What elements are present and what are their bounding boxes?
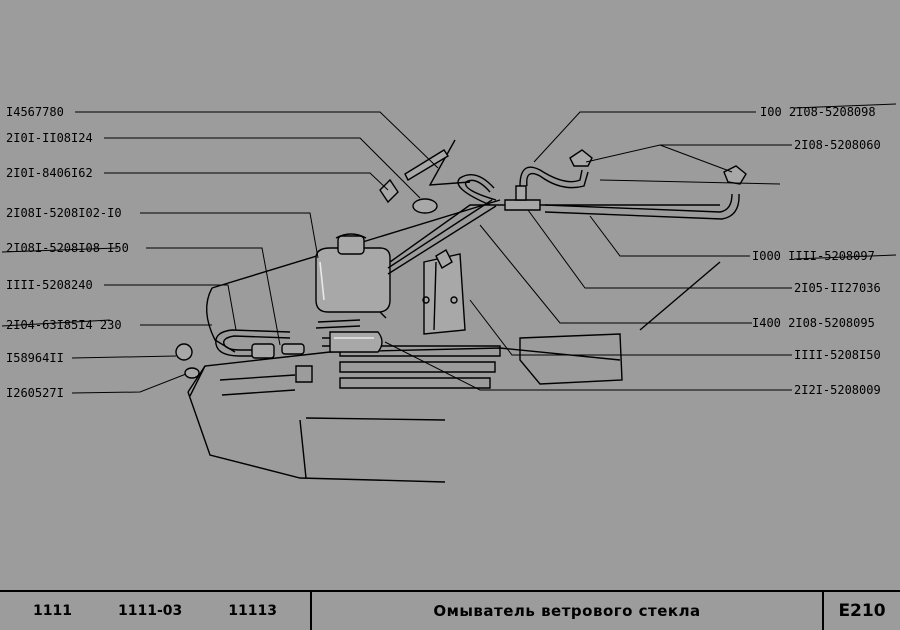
part-label-right: IIII-5208I50 bbox=[794, 348, 881, 362]
part-label-left: 2I04-63I85I4 230 bbox=[6, 318, 122, 332]
right-labels: I00 2I08-5208098 2I08-5208060 I000 IIII-… bbox=[752, 105, 881, 397]
part-label-right: I00 2I08-5208098 bbox=[760, 105, 876, 119]
part-label-right: I000 IIII-5208097 bbox=[752, 249, 875, 263]
part-label-right: 2I05-II27036 bbox=[794, 281, 881, 295]
model-list: 1111 1111-03 11113 bbox=[0, 592, 312, 630]
catalog-footer: 1111 1111-03 11113 Омыватель ветрового с… bbox=[0, 590, 900, 630]
part-label-left: IIII-5208240 bbox=[6, 278, 93, 292]
parts-diagram: I4567780 2I0I-II08I24 2I0I-8406I62 2I08I… bbox=[1, 103, 897, 483]
part-label-right: I400 2I08-5208095 bbox=[752, 316, 875, 330]
part-label-left: 2I08I-5208I08 I50 bbox=[6, 241, 129, 255]
left-labels: I4567780 2I0I-II08I24 2I0I-8406I62 2I08I… bbox=[6, 105, 129, 400]
section-code: E210 bbox=[838, 601, 886, 621]
leader-lines bbox=[1, 103, 897, 394]
part-label-right: 2I2I-5208009 bbox=[794, 383, 881, 397]
part-label-left: 2I0I-8406I62 bbox=[6, 166, 93, 180]
washer-reservoir bbox=[315, 233, 391, 313]
washer-pump bbox=[322, 331, 383, 353]
model-code: 11113 bbox=[228, 603, 277, 619]
part-label-right: 2I08-5208060 bbox=[794, 138, 881, 152]
part-label-left: I260527I bbox=[6, 386, 64, 400]
section-title: Омыватель ветрового стекла bbox=[312, 592, 824, 630]
hoses bbox=[215, 149, 740, 359]
part-label-left: I4567780 bbox=[6, 105, 64, 119]
part-label-left: 2I0I-II08I24 bbox=[6, 131, 93, 145]
model-code: 1111 bbox=[33, 603, 72, 619]
part-label-left: I58964II bbox=[6, 351, 64, 365]
part-label-left: 2I08I-5208I02-I0 bbox=[6, 206, 122, 220]
model-code: 1111-03 bbox=[117, 603, 183, 619]
small-parts bbox=[175, 178, 466, 379]
